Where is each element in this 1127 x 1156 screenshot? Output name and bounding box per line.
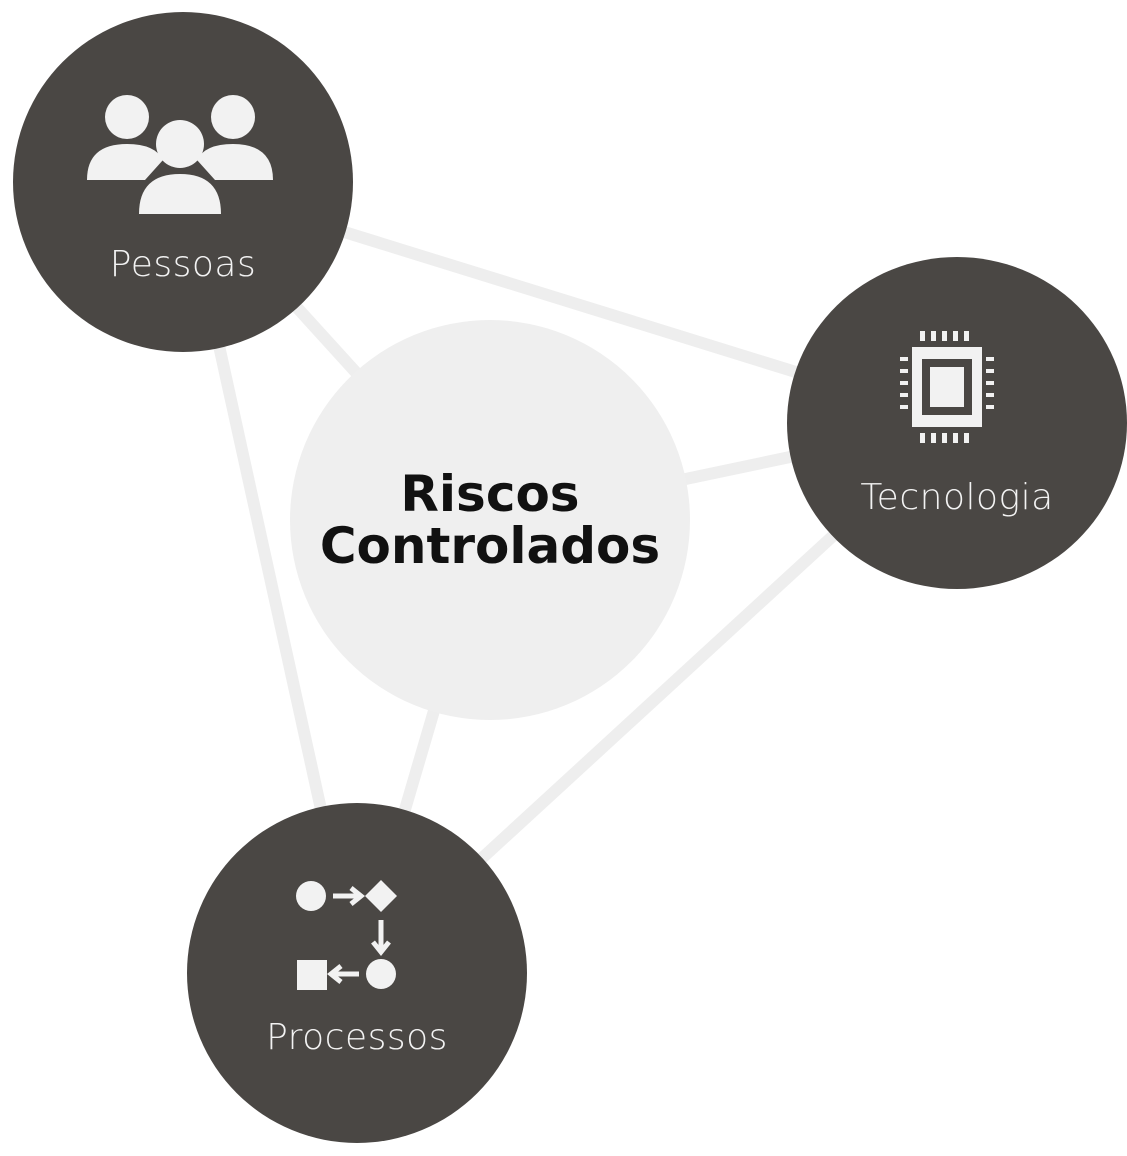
process-flow-icon bbox=[296, 880, 397, 990]
node-processos: Processos bbox=[187, 803, 527, 1143]
node-label-pessoas: Pessoas bbox=[109, 244, 257, 285]
node-label-processos: Processos bbox=[266, 1017, 448, 1058]
people-group-icon bbox=[87, 95, 273, 214]
center-title-line2: Controlados bbox=[319, 517, 661, 575]
center-circle: Riscos Controlados bbox=[290, 320, 690, 720]
center-title-line1: Riscos bbox=[400, 465, 580, 523]
node-label-tecnologia: Tecnologia bbox=[860, 477, 1054, 518]
node-pessoas: Pessoas bbox=[13, 12, 353, 352]
cpu-chip-icon bbox=[900, 331, 994, 443]
node-tecnologia: Tecnologia bbox=[787, 257, 1127, 589]
